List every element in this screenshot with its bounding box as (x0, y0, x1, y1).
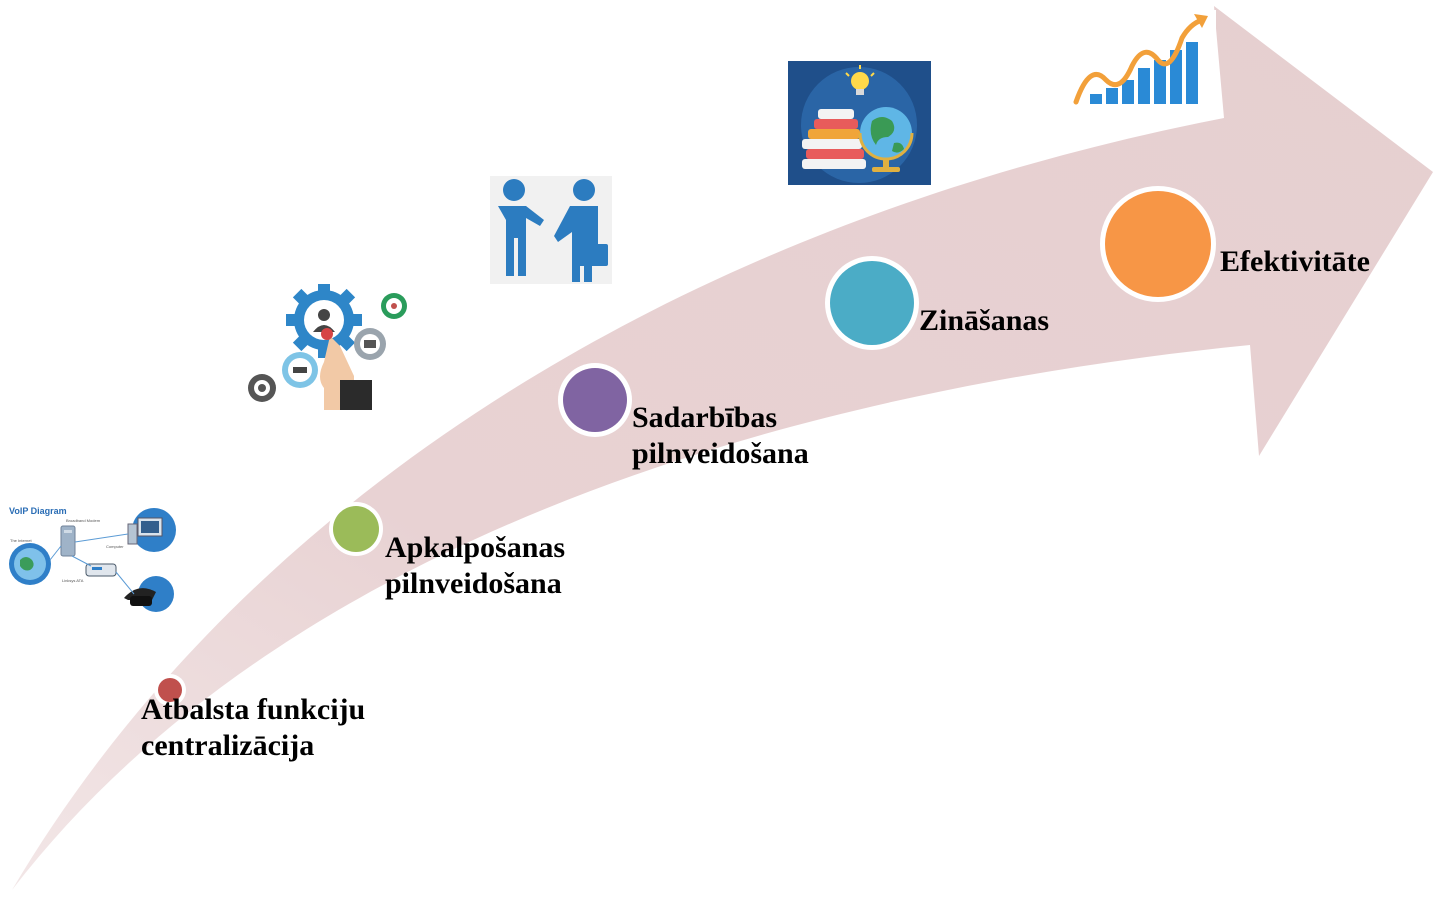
voip-title: VoIP Diagram (9, 506, 67, 516)
growth-chart-icon (1070, 10, 1216, 112)
step-label-2: Apkalpošanas pilnveidošana (385, 530, 565, 602)
step-label-3: Sadarbības pilnveidošana (632, 400, 809, 472)
step-dot-3 (563, 368, 627, 432)
svg-text:The Internet: The Internet (10, 538, 32, 543)
step-marker-3 (558, 363, 632, 437)
growth-arrow (12, 6, 1433, 890)
step-label-5: Efektivitāte (1220, 244, 1370, 280)
step-marker-5 (1100, 186, 1216, 302)
step-3-line-2: pilnveidošana (632, 437, 809, 470)
svg-text:Broadband Modem: Broadband Modem (66, 518, 101, 523)
step-dot-2 (333, 506, 379, 552)
step-2-line-2: pilnveidošana (385, 567, 562, 600)
step-4-line-1: Zināšanas (919, 304, 1050, 337)
step-dot-5 (1105, 191, 1211, 297)
step-3-line-1: Sadarbības (632, 401, 778, 434)
svg-text:Linksys ATA: Linksys ATA (62, 578, 84, 583)
step-1-line-1: Atbalsta funkciju (141, 693, 366, 726)
svg-text:Computer: Computer (106, 544, 124, 549)
step-label-1: Atbalsta funkciju centralizācija (141, 692, 365, 764)
handshake-icon (490, 176, 612, 284)
step-1-line-2: centralizācija (141, 729, 315, 762)
gears-hand-icon (242, 282, 412, 410)
step-marker-1 (154, 674, 186, 706)
step-label-4: Zināšanas (919, 303, 1049, 339)
step-5-line-1: Efektivitāte (1220, 245, 1370, 278)
step-2-line-1: Apkalpošanas (385, 531, 566, 564)
step-marker-4 (825, 256, 919, 350)
voip-diagram-icon: VoIP Diagram The Internet Broadband Mode… (6, 502, 178, 614)
step-dot-4 (830, 261, 914, 345)
books-globe-icon (788, 61, 931, 185)
step-marker-2 (329, 502, 383, 556)
step-dot-1 (158, 678, 182, 702)
